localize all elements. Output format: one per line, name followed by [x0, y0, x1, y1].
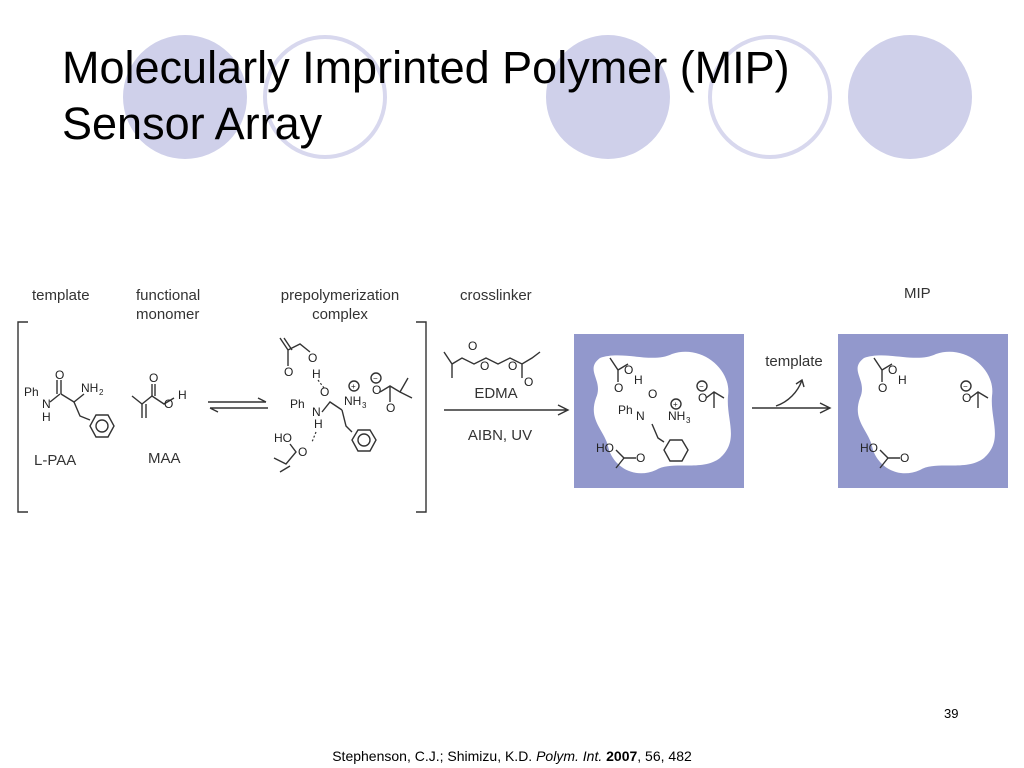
svg-text:H: H — [42, 410, 51, 424]
citation-authors: Stephenson, C.J.; Shimizu, K.D. — [332, 748, 537, 764]
l-paa-structure: Ph N H O NH 2 — [24, 368, 115, 438]
svg-text:Ph: Ph — [618, 403, 633, 417]
svg-text:Ph: Ph — [290, 397, 305, 411]
svg-text:O: O — [614, 381, 623, 395]
svg-text:2: 2 — [99, 388, 104, 397]
citation-volume-pages: , 56, 482 — [637, 748, 692, 764]
svg-text:O: O — [648, 387, 657, 401]
cavity-with-template — [593, 351, 731, 474]
svg-text:Ph: Ph — [24, 385, 39, 399]
svg-text:O: O — [164, 397, 173, 411]
svg-text:O: O — [298, 445, 307, 459]
label-l-paa: L-PAA — [34, 452, 76, 469]
svg-text:O: O — [962, 391, 971, 405]
deco-circle-filled — [546, 35, 670, 159]
svg-text:−: − — [699, 382, 704, 391]
prepolymerization-complex-structure: O O H O Ph N H NH 3 + − O O HO O — [273, 337, 413, 473]
slide-title: Molecularly Imprinted Polymer (MIP) Sens… — [62, 40, 962, 152]
svg-text:H: H — [312, 367, 321, 381]
template-removal-arrow — [752, 402, 832, 414]
deco-circle-filled — [848, 35, 972, 159]
svg-text:−: − — [373, 374, 378, 383]
svg-text:+: + — [351, 382, 356, 391]
svg-text:O: O — [55, 368, 64, 382]
svg-text:O: O — [284, 365, 293, 379]
decorative-circles — [123, 35, 972, 159]
header-template: template — [32, 287, 90, 304]
header-functional: functional — [136, 287, 200, 304]
maa-structure: O O H — [131, 371, 187, 418]
svg-text:HO: HO — [274, 431, 292, 445]
svg-text:N: N — [42, 397, 51, 411]
svg-text:H: H — [314, 417, 323, 431]
svg-text:O: O — [386, 401, 395, 415]
header-crosslinker: crosslinker — [460, 287, 532, 304]
cavity-binding-sites: O O H − O HO O — [860, 357, 989, 469]
svg-text:O: O — [636, 451, 645, 465]
svg-text:O: O — [624, 363, 633, 377]
citation-year: 2007 — [606, 748, 638, 764]
svg-text:O: O — [524, 375, 533, 389]
svg-text:−: − — [963, 382, 968, 391]
svg-text:NH: NH — [81, 381, 98, 395]
citation: Stephenson, C.J.; Shimizu, K.D. Polym. I… — [0, 748, 1024, 764]
svg-text:O: O — [320, 385, 329, 399]
edma-structure: O O O O — [443, 339, 541, 389]
imprinted-cavity — [857, 351, 995, 474]
deco-circle-filled — [123, 35, 247, 159]
svg-text:+: + — [673, 400, 678, 409]
svg-text:O: O — [888, 363, 897, 377]
deco-circle-ring — [263, 35, 387, 159]
title-line-1: Molecularly Imprinted Polymer (MIP) — [62, 42, 790, 93]
svg-text:NH: NH — [668, 409, 685, 423]
svg-text:N: N — [312, 405, 321, 419]
left-bracket — [17, 321, 28, 513]
header-mip: MIP — [904, 285, 931, 302]
header-monomer: monomer — [136, 306, 199, 323]
svg-text:O: O — [878, 381, 887, 395]
svg-text:3: 3 — [362, 401, 367, 410]
svg-text:HO: HO — [860, 441, 878, 455]
label-edma: EDMA — [474, 385, 517, 402]
svg-text:O: O — [508, 359, 517, 373]
svg-text:NH: NH — [344, 394, 361, 408]
label-template-removal: template — [765, 353, 823, 370]
polymerization-arrow — [444, 404, 570, 416]
header-prepolymerization: prepolymerization — [281, 287, 399, 304]
svg-text:HO: HO — [596, 441, 614, 455]
svg-text:O: O — [468, 339, 477, 353]
bound-template-structure: O O H O Ph N NH 3 + − O HO O — [596, 357, 725, 469]
svg-text:3: 3 — [686, 416, 691, 425]
label-maa: MAA — [148, 450, 181, 467]
equilibrium-arrows — [208, 397, 268, 413]
header-complex: complex — [312, 306, 368, 323]
svg-text:O: O — [149, 371, 158, 385]
svg-text:H: H — [898, 373, 907, 387]
mip-reaction-scheme: template functional monomer prepolymeriz… — [17, 285, 1008, 513]
svg-text:O: O — [308, 351, 317, 365]
deco-circle-ring — [708, 35, 832, 159]
svg-text:H: H — [634, 373, 643, 387]
citation-journal: Polym. Int. — [536, 748, 603, 764]
svg-text:O: O — [698, 391, 707, 405]
right-bracket — [416, 321, 427, 513]
title-line-2: Sensor Array — [62, 98, 323, 149]
svg-text:H: H — [178, 388, 187, 402]
page-number: 39 — [944, 706, 959, 721]
svg-text:O: O — [372, 383, 381, 397]
label-conditions: AIBN, UV — [468, 427, 532, 444]
svg-text:O: O — [900, 451, 909, 465]
svg-text:O: O — [480, 359, 489, 373]
template-leaving-arrow — [775, 378, 805, 407]
svg-text:N: N — [636, 409, 645, 423]
